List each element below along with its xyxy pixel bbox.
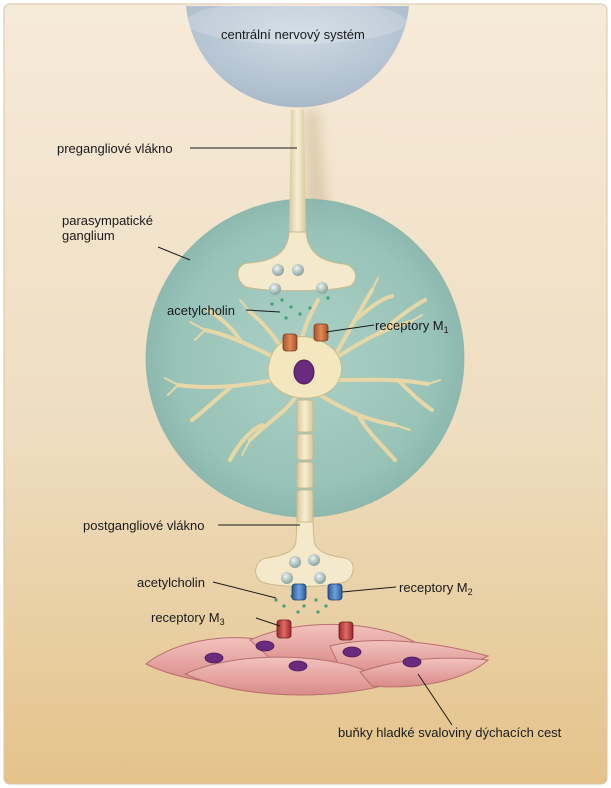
synaptic-vesicles-top <box>269 264 328 295</box>
label-m1-text: receptory M <box>375 318 444 333</box>
cns-sphere <box>186 0 409 108</box>
label-smooth-muscle-cells: buňky hladké svaloviny dýchacích cest <box>338 725 562 740</box>
m2-receptors <box>291 583 343 601</box>
label-preganglionic-fiber: pregangliové vlákno <box>57 141 173 156</box>
preganglionic-fiber <box>237 110 357 292</box>
label-m1-sub: 1 <box>443 325 449 335</box>
postganglionic-fiber <box>255 399 354 587</box>
label-acetylcholine-bottom: acetylcholin <box>137 575 205 590</box>
m3-receptors <box>276 619 354 641</box>
label-m1-receptors: receptory M1 <box>375 318 449 338</box>
label-ganglion-line1: parasympatické <box>62 213 154 228</box>
synaptic-vesicles-bottom <box>281 554 326 584</box>
label-m3-receptors: receptory M3 <box>151 610 225 630</box>
smooth-muscle-cells <box>145 623 490 696</box>
label-cns: centrální nervový systém <box>221 27 365 42</box>
label-m2-text: receptory M <box>399 580 468 595</box>
label-acetylcholine-top: acetylcholin <box>167 303 235 318</box>
label-parasympathetic-ganglion: parasympatické ganglium <box>62 213 153 243</box>
muscle-nuclei <box>204 640 422 672</box>
label-m2-sub: 2 <box>467 587 473 597</box>
label-postganglionic-fiber: postgangliové vlákno <box>83 518 205 533</box>
label-m3-sub: 3 <box>219 617 225 627</box>
label-ganglion-line2: ganglium <box>62 228 115 243</box>
leader-lines <box>157 147 453 726</box>
m1-receptors <box>282 323 329 352</box>
label-m3-text: receptory M <box>151 610 220 625</box>
nucleus <box>293 359 315 385</box>
label-m2-receptors: receptory M2 <box>399 580 473 600</box>
